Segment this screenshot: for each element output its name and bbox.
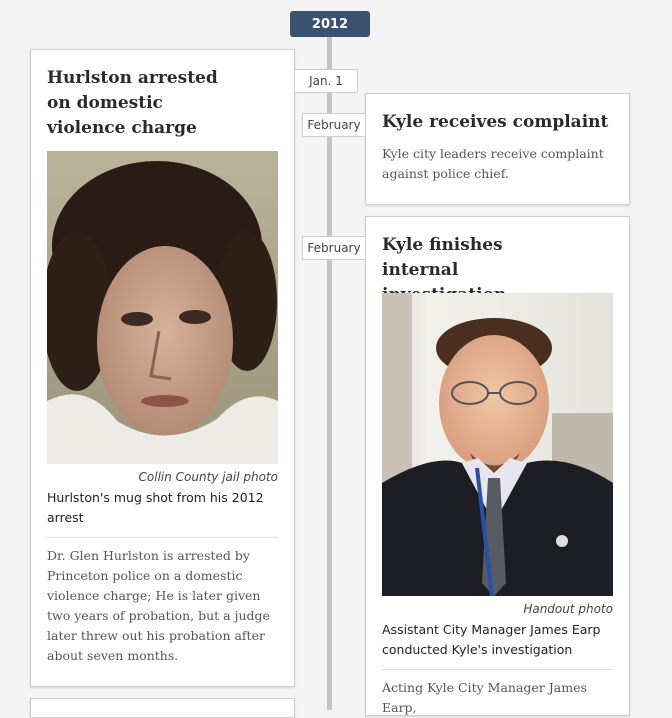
- date-tag: February: [302, 236, 366, 260]
- earp-photo: [382, 293, 613, 596]
- date-tag: February: [302, 113, 366, 137]
- timeline-card-kyle-complaint: Kyle receives complaint Kyle city leader…: [365, 93, 630, 205]
- card-title: Hurlston arrested on domestic violence c…: [47, 68, 218, 138]
- photo-credit: Collin County jail photo: [138, 470, 278, 484]
- photo-caption: Hurlston's mug shot from his 2012 arrest: [47, 490, 264, 525]
- timeline-spine: [327, 30, 332, 710]
- card-title: Kyle receives complaint: [382, 112, 609, 132]
- event-description: Dr. Glen Hurlston is arrested by Princet…: [47, 548, 270, 663]
- event-description: Acting Kyle City Manager James Earp,: [382, 680, 587, 715]
- event-description: Kyle city leaders receive complaint agai…: [382, 146, 604, 181]
- photo-caption: Assistant City Manager James Earp conduc…: [382, 622, 601, 657]
- timeline-card-kyle-investigation: Kyle finishes internal investigation: [365, 216, 630, 716]
- date-tag: Jan. 1: [294, 69, 358, 93]
- mugshot-photo: [47, 151, 278, 464]
- year-badge: 2012: [290, 11, 370, 37]
- card-divider: [47, 537, 278, 538]
- photo-credit: Handout photo: [523, 602, 613, 616]
- card-divider: [382, 669, 613, 670]
- timeline-card-hurlston-arrest: Hurlston arrested on domestic violence c…: [30, 49, 295, 687]
- timeline-card-next: [30, 698, 295, 718]
